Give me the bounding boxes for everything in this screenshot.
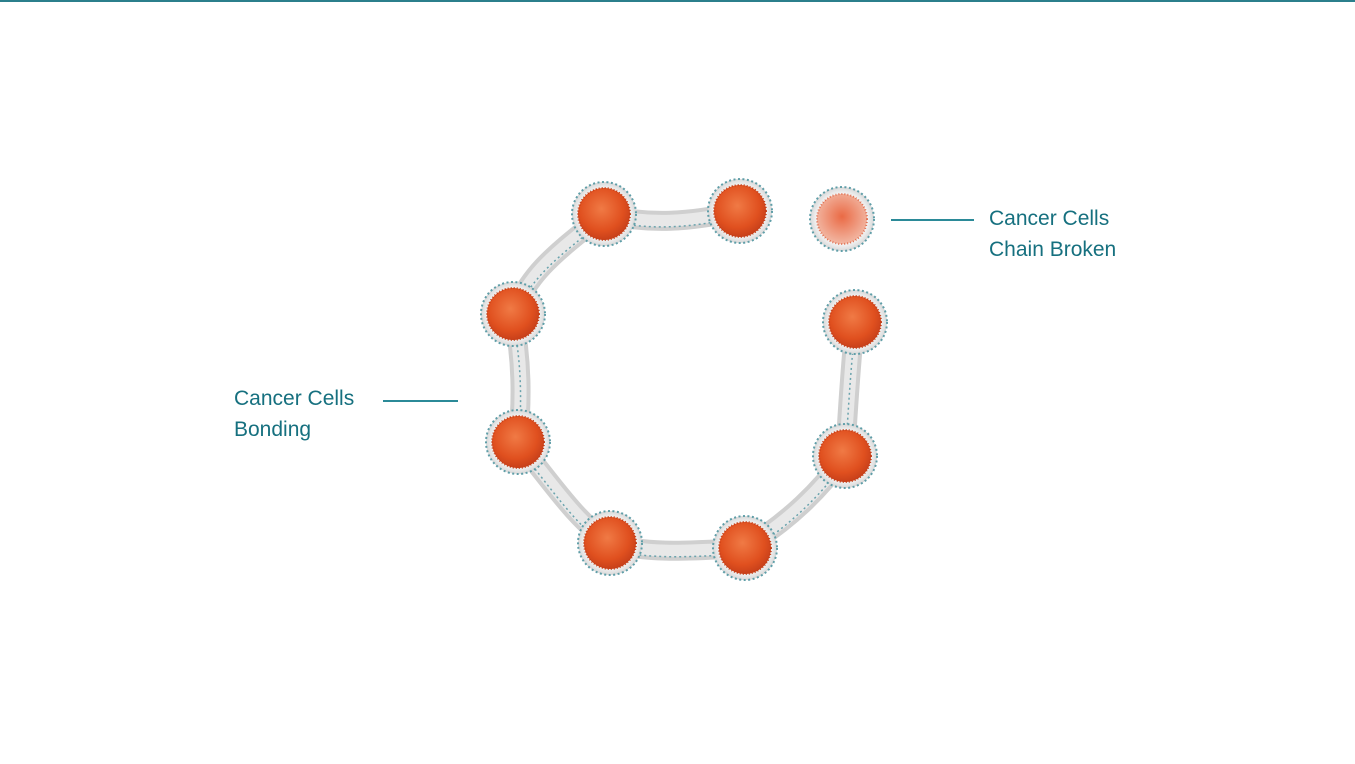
- top-accent-bar: [0, 0, 1355, 2]
- cancer-cell: [828, 295, 882, 349]
- broken-label: Cancer Cells Chain Broken: [989, 203, 1116, 265]
- cancer-cell: [818, 429, 872, 483]
- broken-cancer-cell: [816, 193, 868, 245]
- broken-leader-line: [891, 219, 974, 221]
- chain-bond: [502, 201, 865, 561]
- cancer-cell: [577, 187, 631, 241]
- bonding-label-line1: Cancer Cells: [234, 387, 355, 410]
- cancer-cell: [583, 516, 637, 570]
- bonding-label-line2: Bonding: [234, 418, 312, 441]
- cancer-cell: [491, 415, 545, 469]
- cancer-cell: [718, 521, 772, 575]
- bonding-label: Cancer Cells Bonding: [234, 383, 354, 445]
- broken-label-line2: Chain Broken: [989, 238, 1117, 261]
- broken-label-line1: Cancer Cells: [989, 207, 1110, 230]
- cancer-cell: [713, 184, 767, 238]
- bonding-leader-line: [383, 400, 458, 402]
- cancer-cell: [486, 287, 540, 341]
